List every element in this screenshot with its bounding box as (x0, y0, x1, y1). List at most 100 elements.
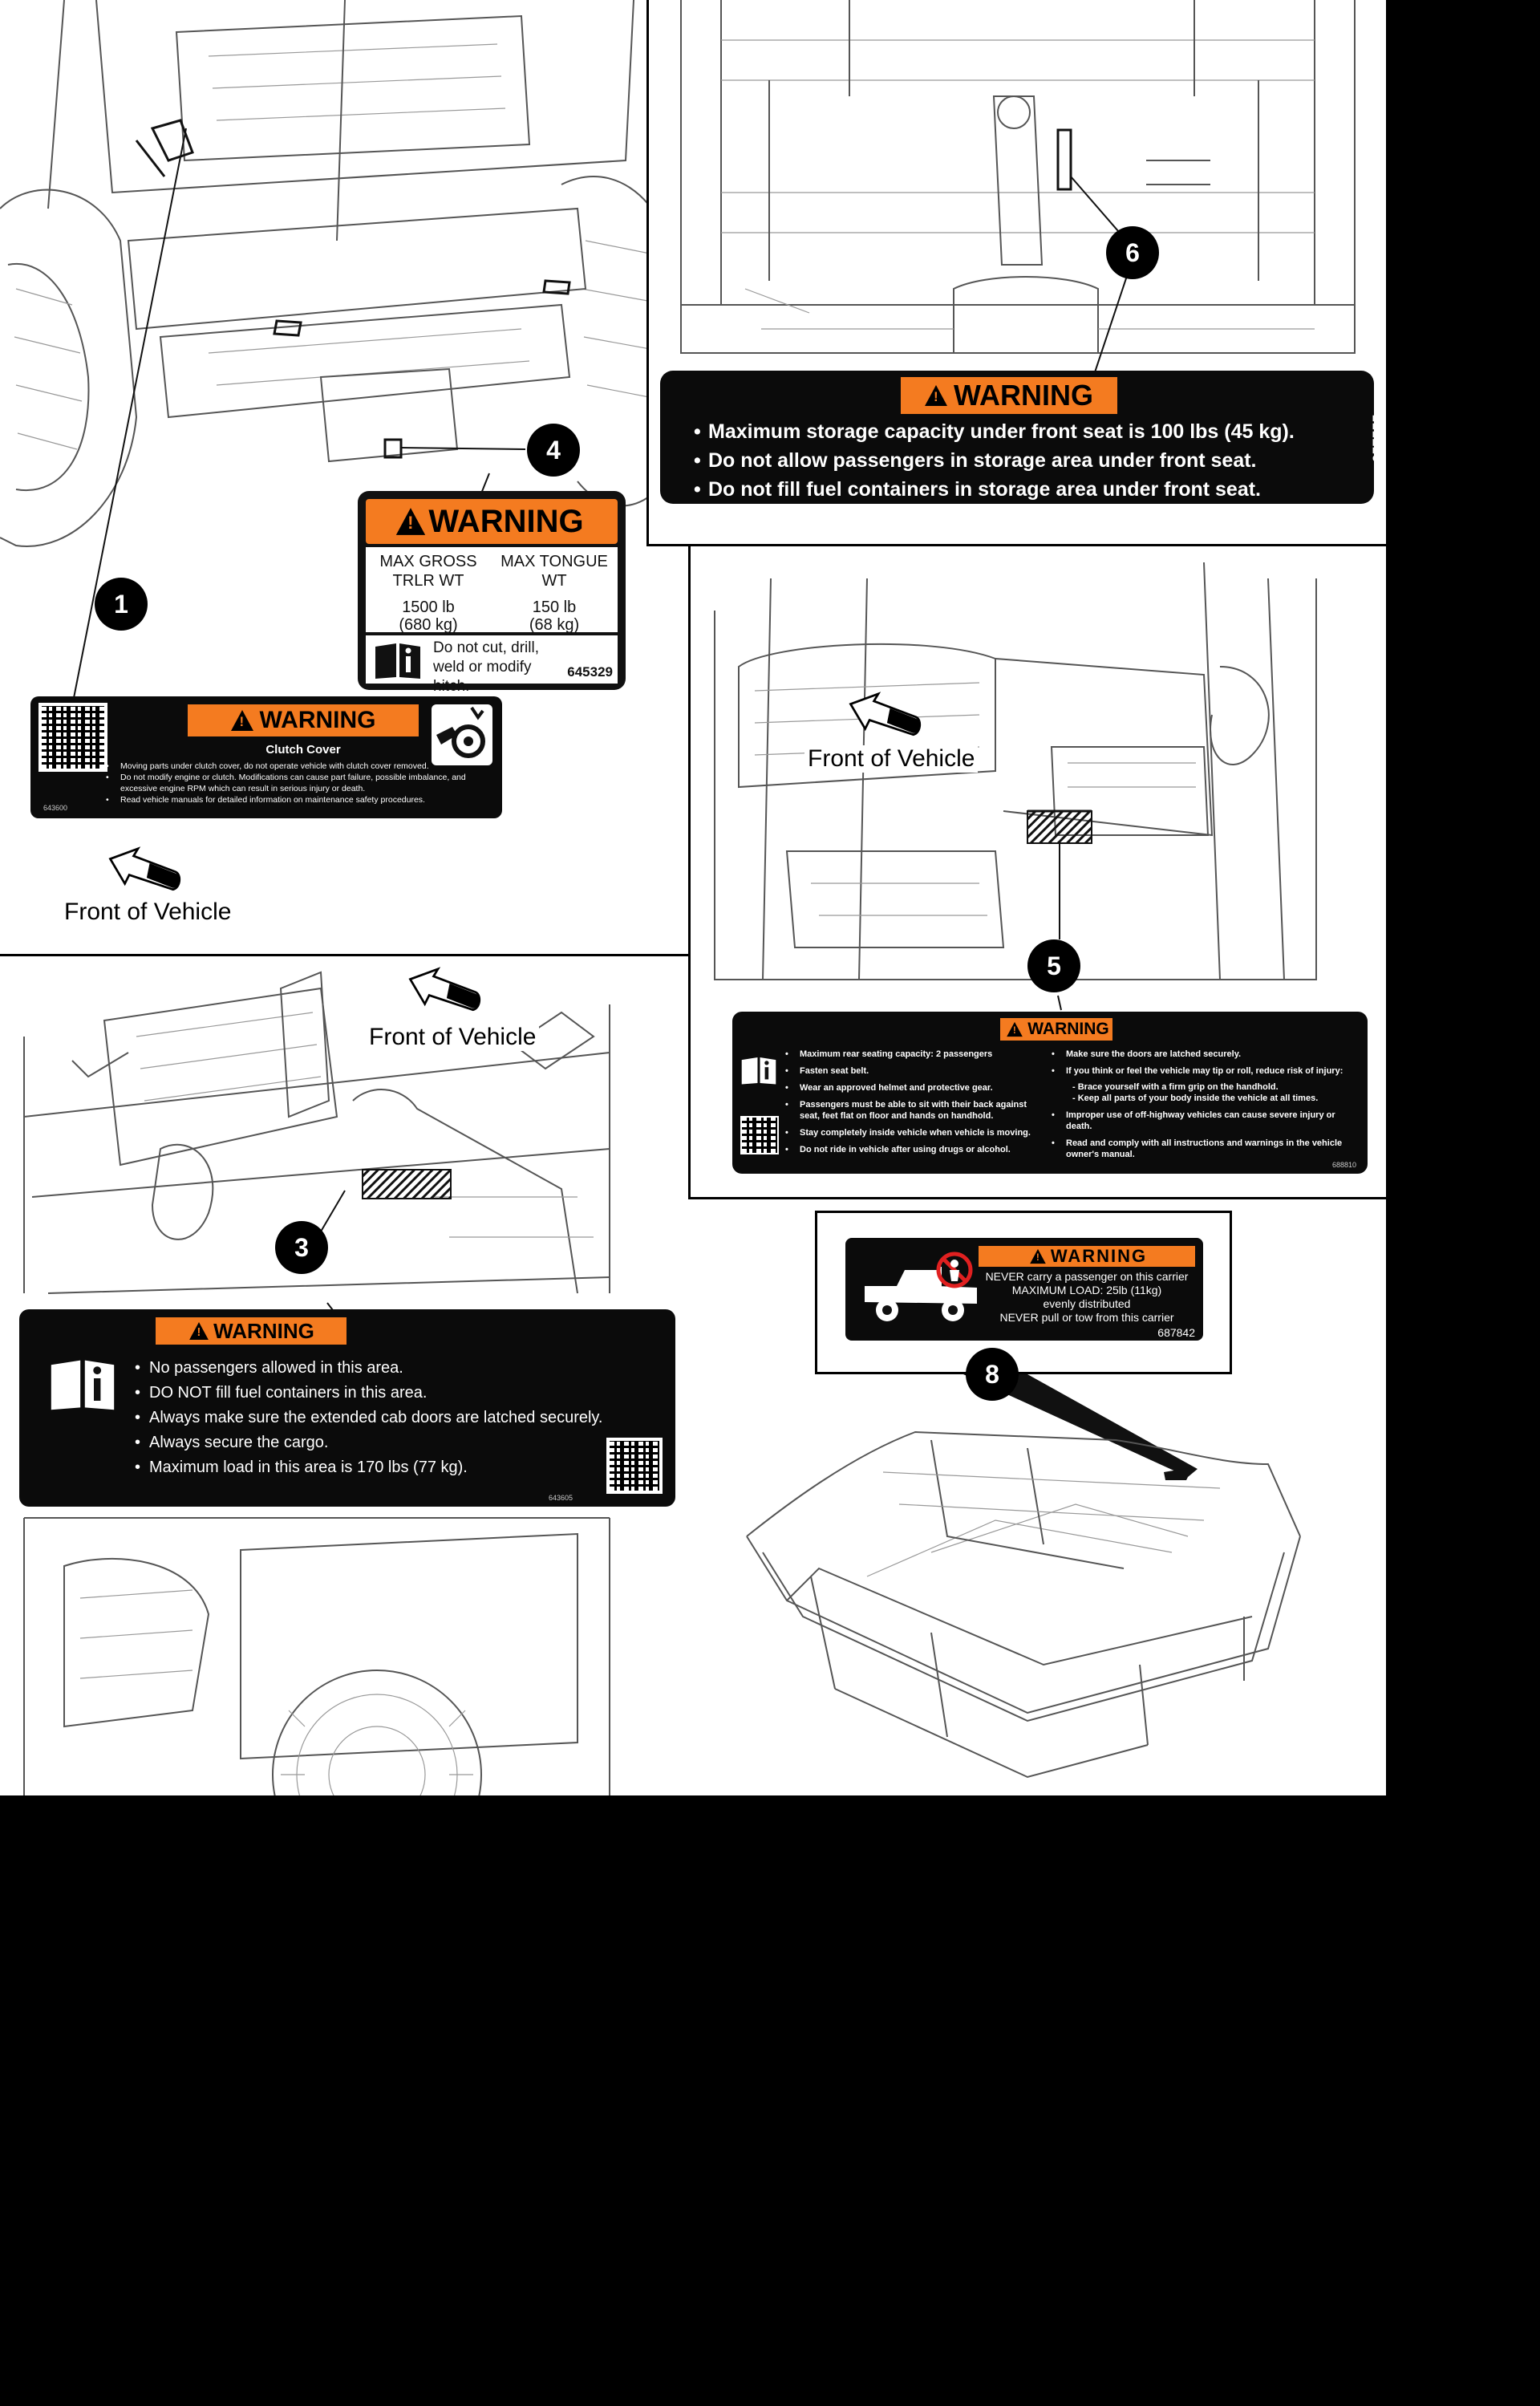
info-book-icon (51, 1360, 115, 1410)
rear-seat-decal-location (1027, 810, 1092, 844)
rear-seat-bullet: Maximum rear seating capacity: 2 passeng… (785, 1049, 1040, 1060)
direction-arrow-icon (408, 967, 481, 1012)
panel-front-seat-storage: 6 WARNING Maximum storage capacity under… (646, 0, 1386, 546)
front-seat-storage-bullets: Maximum storage capacity under front sea… (694, 417, 1327, 504)
warning-triangle-icon (1030, 1248, 1046, 1264)
warning-triangle-icon (230, 710, 253, 731)
cargo-bullet: Always make sure the extended cab doors … (135, 1406, 648, 1430)
rear-seating-right-bullets-2: Improper use of off-highway vehicles can… (1052, 1110, 1360, 1160)
warning-header: WARNING (901, 377, 1117, 414)
front-of-vehicle-label: Front of Vehicle (366, 1024, 540, 1051)
qr-code-icon (38, 703, 107, 772)
warning-word: WARNING (1027, 1020, 1109, 1038)
carrier-label-code: 687842 (1157, 1326, 1195, 1339)
callout-5: 5 (1027, 939, 1080, 992)
cargo-bullet: No passengers allowed in this area. (135, 1356, 648, 1381)
vehicle-front-lineart (0, 0, 683, 707)
info-book-icon (741, 1057, 776, 1085)
panel-rear-carrier: WARNING NEVER carry a passenger on this … (691, 1199, 1386, 1795)
warning-triangle-icon (1007, 1021, 1023, 1037)
clutch-label-code: 643600 (43, 804, 68, 812)
qr-code-icon (740, 1116, 779, 1154)
info-book-icon (375, 643, 420, 679)
storage-bullet: Maximum storage capacity under front sea… (694, 417, 1327, 446)
gross-weight-kg: (680 kg) (399, 616, 458, 634)
callout-8: 8 (966, 1348, 1019, 1401)
storage-label-code: 657555 (1370, 414, 1386, 463)
clutch-cover-warning-label: WARNING Clutch Cover Moving parts under … (30, 696, 502, 818)
carrier-lines: NEVER carry a passenger on this carrier … (979, 1270, 1195, 1325)
rear-seat-bullet: Improper use of off-highway vehicles can… (1052, 1110, 1360, 1132)
warning-triangle-icon (396, 508, 426, 535)
panel-rear-seating: Front of Vehicle 5 WARNING Maximum rear … (688, 546, 1386, 1199)
rear-seat-subline: - Brace yourself with a firm grip on the… (1072, 1082, 1279, 1092)
warning-triangle-icon (925, 385, 947, 406)
max-tongue-weight-heading: MAX TONGUE WT (500, 553, 608, 590)
cargo-label-code: 643605 (549, 1494, 573, 1502)
rear-seat-bullet: Do not ride in vehicle after using drugs… (785, 1144, 1040, 1155)
warning-word: WARNING (428, 503, 584, 539)
cab-cargo-warning-label: WARNING No passengers allowed in this ar… (19, 1309, 675, 1507)
cargo-decal-location (362, 1169, 452, 1199)
callout-4: 4 (527, 424, 580, 477)
warning-word: WARNING (259, 707, 376, 733)
warning-header: WARNING (156, 1317, 346, 1345)
decal-location-sheet: 1 4 WARNING MAX GROSS TRLR WT MAX TONGUE… (0, 0, 1386, 1795)
storage-bullet: Do not fill fuel containers in storage a… (694, 475, 1327, 504)
storage-bullet: Do not allow passengers in storage area … (694, 446, 1327, 475)
tongue-weight-lb: 150 lb (532, 598, 577, 616)
rear-seating-right-bullets: Make sure the doors are latched securely… (1052, 1049, 1360, 1077)
rear-seat-bullet: If you think or feel the vehicle may tip… (1052, 1065, 1360, 1077)
clutch-bullet: Do not modify engine or clutch. Modifica… (106, 772, 497, 794)
warning-header: WARNING (188, 704, 419, 736)
front-of-vehicle-label: Front of Vehicle (64, 899, 232, 925)
warning-header: WARNING (366, 499, 618, 544)
warning-header: WARNING (979, 1246, 1195, 1267)
warning-header: WARNING (1000, 1018, 1112, 1041)
warning-word: WARNING (213, 1318, 314, 1343)
clutch-bullet: Moving parts under clutch cover, do not … (106, 761, 497, 772)
clutch-bullet: Read vehicle manuals for detailed inform… (106, 794, 497, 805)
rear-seat-label-code: 688810 (1331, 1161, 1356, 1169)
callout-6: 6 (1106, 226, 1159, 279)
carrier-line: MAXIMUM LOAD: 25lb (11kg) (1011, 1284, 1162, 1296)
rear-seat-bullet: Passengers must be able to sit with thei… (785, 1099, 1040, 1122)
cargo-lineart (23, 971, 610, 1795)
qr-code-icon (606, 1438, 663, 1494)
manual-info-box: Do not cut, drill, weld or modify hitch.… (366, 635, 618, 695)
rear-seating-left-bullets: Maximum rear seating capacity: 2 passeng… (785, 1049, 1040, 1155)
callout-3: 3 (275, 1221, 328, 1274)
warning-triangle-icon (189, 1321, 209, 1341)
rear-seat-bullet: Wear an approved helmet and protective g… (785, 1082, 1040, 1093)
rear-seating-warning-label: WARNING Maximum rear seating capacity: 2… (732, 1012, 1368, 1174)
utv-carrier-no-passenger-icon (865, 1252, 977, 1321)
clutch-cover-title: Clutch Cover (265, 743, 341, 757)
warning-word: WARNING (1050, 1246, 1148, 1266)
carrier-lineart (746, 1374, 1301, 1779)
hitch-note: Do not cut, drill, weld or modify hitch. (433, 639, 539, 695)
rear-seat-bullet: Make sure the doors are latched securely… (1052, 1049, 1360, 1060)
front-seat-storage-warning-label: WARNING Maximum storage capacity under f… (660, 371, 1386, 504)
panel-front-hitch: 1 4 WARNING MAX GROSS TRLR WT MAX TONGUE… (0, 0, 688, 951)
clutch-hazard-icon (432, 704, 492, 765)
carrier-line: NEVER pull or tow from this carrier (999, 1311, 1174, 1324)
hitch-values-box: MAX GROSS TRLR WT MAX TONGUE WT 1500 lb … (366, 547, 618, 634)
rear-seat-bullet: Stay completely inside vehicle when vehi… (785, 1127, 1040, 1138)
carrier-line: evenly distributed (1043, 1297, 1131, 1310)
cargo-bullet: DO NOT fill fuel containers in this area… (135, 1381, 648, 1406)
front-of-vehicle-label: Front of Vehicle (804, 745, 979, 773)
rear-seat-subline: - Keep all parts of your body inside the… (1072, 1093, 1319, 1103)
direction-arrow-icon (108, 846, 181, 891)
hitch-label-code: 645329 (567, 664, 613, 680)
carrier-line: NEVER carry a passenger on this carrier (985, 1270, 1189, 1283)
tongue-weight-kg: (68 kg) (529, 616, 580, 634)
cargo-bullet: Maximum load in this area is 170 lbs (77… (135, 1455, 648, 1480)
cargo-bullet: Always secure the cargo. (135, 1430, 648, 1455)
hitch-warning-label: WARNING MAX GROSS TRLR WT MAX TONGUE WT … (358, 491, 626, 695)
cab-cargo-bullets: No passengers allowed in this area. DO N… (135, 1356, 648, 1480)
gross-weight-lb: 1500 lb (402, 598, 455, 616)
panel-cab-cargo: Front of Vehicle 3 WARNING No passengers… (0, 954, 688, 1795)
carrier-warning-label: WARNING NEVER carry a passenger on this … (845, 1238, 1203, 1341)
storage-lineart (680, 0, 1356, 373)
callout-1: 1 (95, 578, 148, 631)
